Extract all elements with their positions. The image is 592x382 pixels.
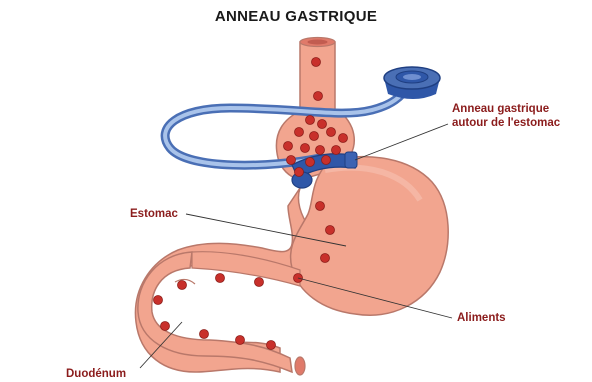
label-gastric-ring-line2: autour de l'estomac xyxy=(452,116,560,130)
label-food: Aliments xyxy=(457,311,506,325)
label-gastric-ring-line1: Anneau gastrique xyxy=(452,102,560,116)
access-port-icon xyxy=(384,67,440,99)
label-stomach: Estomac xyxy=(130,207,178,221)
label-gastric-ring: Anneau gastrique autour de l'estomac xyxy=(452,102,560,130)
stomach-main xyxy=(291,157,449,316)
label-duodenum: Duodénum xyxy=(66,367,126,381)
